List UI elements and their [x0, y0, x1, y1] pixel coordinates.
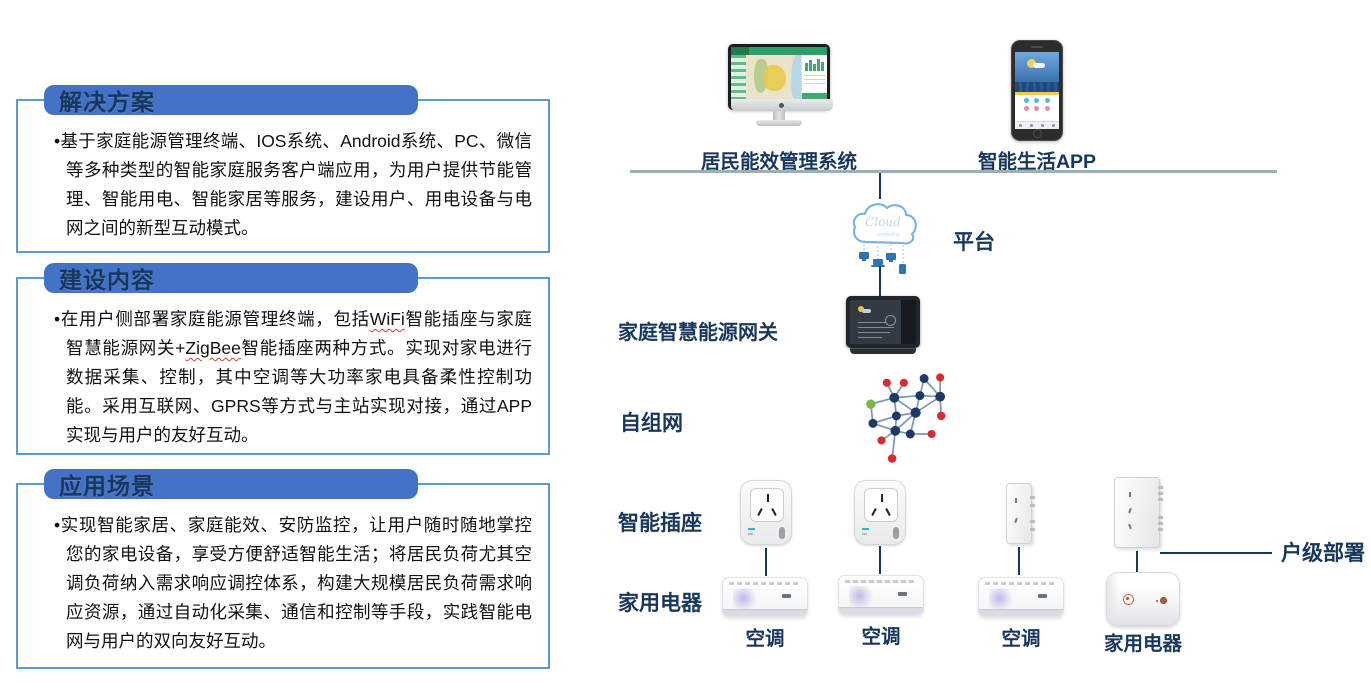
scenario-panel-header: 应用场景 [44, 469, 418, 499]
deployment-label: 户级部署 [1281, 542, 1365, 565]
connector-cloud-to-gateway [879, 266, 881, 296]
connector-bus-to-cloud [879, 173, 881, 199]
bus-line [630, 170, 1277, 173]
smartphone-icon [1011, 40, 1063, 141]
wall-socket-side-icon [1006, 483, 1035, 544]
air-conditioner-icon [978, 577, 1064, 617]
construction-panel-text: •在用户侧部署家庭能源管理终端，包括WiFi智能插座与家庭智慧能源网关+ZigB… [54, 309, 533, 445]
mesh-network-icon [866, 373, 946, 463]
cloud-text: Cloud [865, 215, 901, 229]
wall-socket-panel-icon [1114, 477, 1163, 548]
connector-socket2 [879, 546, 881, 574]
bullet: • [54, 309, 61, 329]
mini-bar-chart-icon [802, 59, 827, 99]
connector-socket1 [765, 548, 767, 576]
deployment-callout-line [1160, 552, 1272, 554]
cloud-platform-icon: Cloud computing [852, 203, 917, 274]
appliance-row-label: 家用电器 [618, 592, 702, 615]
cloud-device-glyphs [859, 252, 906, 274]
desktop-monitor-icon [728, 44, 833, 142]
construction-panel-title: 建设内容 [59, 267, 155, 293]
app-label: 智能生活APP [977, 151, 1097, 173]
adhoc-label: 自组网 [620, 412, 683, 435]
platform-label: 平台 [953, 231, 995, 254]
appliance-caption: 家用电器 [1103, 633, 1182, 655]
socket-row-label: 智能插座 [618, 512, 702, 535]
solution-panel-title: 解决方案 [59, 89, 155, 115]
energy-gateway-icon [846, 296, 920, 355]
bullet: • [54, 515, 61, 535]
smart-socket-icon [854, 480, 906, 545]
scenario-panel-box [16, 483, 550, 669]
connector-socket3 [1018, 547, 1020, 575]
cloud-subtext: computing [876, 232, 899, 238]
smart-socket-icon [740, 480, 792, 545]
connector-socket4 [1136, 551, 1138, 575]
appliance-caption: 空调 [861, 626, 901, 648]
solution-panel-header: 解决方案 [44, 85, 418, 115]
water-heater-icon [1106, 572, 1180, 626]
bullet: • [54, 131, 61, 151]
appliance-caption: 空调 [745, 628, 785, 650]
construction-panel-box [16, 277, 550, 455]
construction-panel-header: 建设内容 [44, 263, 418, 293]
gateway-label: 家庭智慧能源网关 [618, 322, 778, 344]
appliance-caption: 空调 [1001, 628, 1041, 650]
scenario-panel-title: 应用场景 [59, 473, 155, 499]
solution-panel-text: •基于家庭能源管理终端、IOS系统、Android系统、PC、微信等多种类型的智… [54, 131, 532, 238]
air-conditioner-icon [838, 575, 924, 615]
air-conditioner-icon [722, 577, 808, 617]
scenario-panel-text: •实现智能家居、家庭能效、安防监控，让用户随时随地掌控您的家电设备，享受方便舒适… [54, 515, 532, 651]
monitor-label: 居民能效管理系统 [700, 151, 857, 173]
